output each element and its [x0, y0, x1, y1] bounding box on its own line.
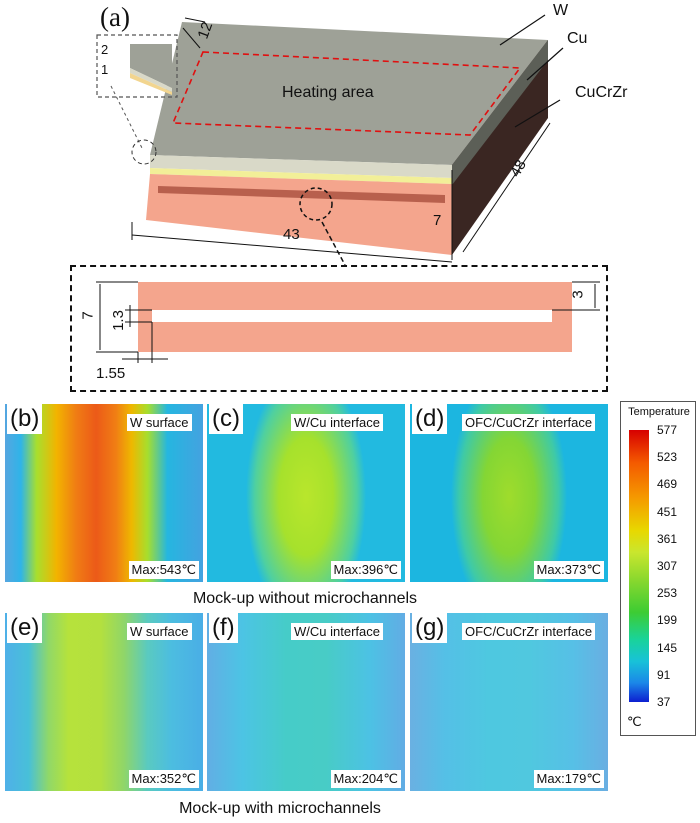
legend-tick: 469 [657, 477, 678, 492]
inset-layer-1: 1 [101, 62, 109, 77]
map-b-letter: (b) [7, 404, 43, 434]
legend-tick: 199 [657, 613, 678, 628]
map-f-title: W/Cu interface [291, 623, 383, 640]
legend-tick: 145 [657, 640, 678, 655]
legend-tick: 523 [657, 450, 678, 465]
right-side-w-strip [452, 40, 548, 185]
legend-tick: 91 [657, 667, 671, 682]
zoom-dim-1-55: 1.55 [96, 365, 126, 382]
label-w: W [553, 2, 569, 19]
map-c-max: Max:396℃ [330, 561, 401, 579]
zoom-dim-1-3: 1.3 [109, 310, 127, 331]
w-top-face [150, 22, 548, 165]
zoom-dim-3: 3 [569, 290, 587, 299]
map-e: (e) W surface Max:352℃ [5, 613, 203, 791]
legend-title: Temperature [628, 406, 690, 418]
map-d-max: Max:373℃ [533, 561, 604, 579]
map-g-max: Max:179℃ [533, 770, 604, 788]
mockup-3d-drawing [96, 14, 564, 265]
map-b: (b) W surface Max:543℃ [5, 404, 203, 582]
caption-without-microchannels: Mock-up without microchannels [192, 590, 418, 607]
map-g: (g) OFC/CuCrZr interface Max:179℃ [410, 613, 608, 791]
map-g-title: OFC/CuCrZr interface [462, 623, 596, 640]
zoom-callout-circle [299, 187, 333, 221]
map-b-title: W surface [127, 414, 192, 431]
map-d-letter: (d) [412, 404, 448, 434]
inset-layer-2: 2 [101, 42, 109, 57]
map-c-title: W/Cu interface [291, 414, 383, 431]
inset-frame [96, 34, 178, 98]
channel-zoom-box [70, 265, 608, 392]
legend-tick: 307 [657, 559, 678, 573]
map-b-max: Max:543℃ [128, 561, 199, 579]
cu-front-face [150, 168, 452, 184]
label-cu: Cu [567, 30, 588, 47]
legend-tick: 253 [657, 586, 678, 601]
caption-with-microchannels: Mock-up with microchannels [179, 800, 381, 817]
map-e-max: Max:352℃ [128, 770, 199, 788]
heating-area-outline [171, 51, 522, 136]
map-g-letter: (g) [412, 613, 448, 643]
heating-area-label: Heating area [282, 84, 374, 101]
legend-tick: 577 [657, 423, 678, 437]
map-d-title: OFC/CuCrZr interface [462, 414, 596, 431]
channel-cross-section [96, 281, 600, 363]
map-f-letter: (f) [209, 613, 238, 643]
dim-43: 43 [283, 226, 300, 243]
label-cucrzr: CuCrZr [575, 84, 628, 101]
legend-tick: 451 [657, 504, 678, 519]
channel-slot [158, 186, 445, 203]
legend-tick: 37 [657, 695, 671, 709]
map-c-letter: (c) [209, 404, 243, 434]
map-e-letter: (e) [7, 613, 43, 643]
map-c: (c) W/Cu interface Max:396℃ [207, 404, 405, 582]
zoom-dim-7: 7 [79, 311, 97, 320]
map-d: (d) OFC/CuCrZr interface Max:373℃ [410, 404, 608, 582]
dim-7: 7 [433, 212, 442, 229]
w-front-face [150, 155, 452, 178]
temperature-legend: Temperature 577 523 469 451 361 307 253 199 145 9… [620, 401, 696, 736]
map-f: (f) W/Cu interface Max:204℃ [207, 613, 405, 791]
map-e-title: W surface [127, 623, 192, 640]
legend-color-bar [629, 430, 649, 702]
legend-unit: ℃ [627, 714, 642, 729]
panel-a-label: (a) [100, 2, 130, 32]
right-side-face [452, 40, 548, 255]
legend-tick: 361 [657, 531, 678, 546]
map-f-max: Max:204℃ [330, 770, 401, 788]
inset-callout-circle [131, 139, 157, 165]
